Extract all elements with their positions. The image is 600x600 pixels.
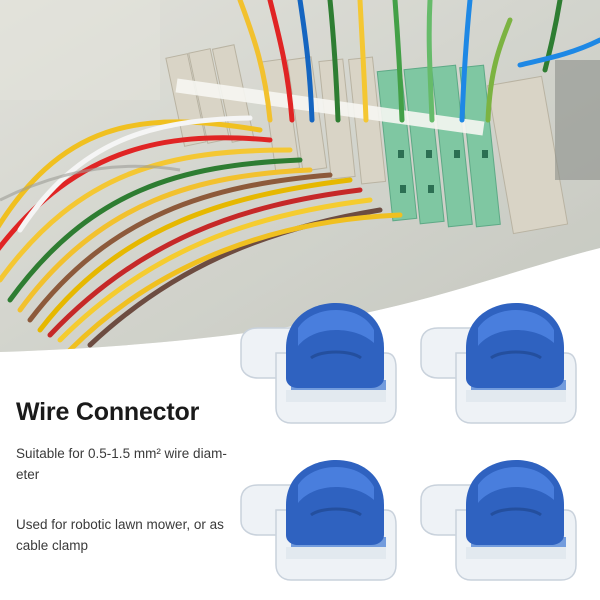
wire-connector-icon bbox=[240, 460, 397, 581]
terminal-block-wiring-photo bbox=[0, 0, 600, 352]
feature-wire-size: Suitable for 0.5-1.5 mm² wire diam-eter bbox=[16, 446, 227, 482]
product-title: Wire Connector bbox=[16, 398, 200, 426]
feature-usage: Used for robotic lawn mower, or as cable… bbox=[16, 517, 224, 553]
wire-connector-icon bbox=[420, 460, 577, 581]
wire-connector-icon bbox=[240, 303, 397, 424]
wire-connector-icon bbox=[420, 303, 577, 424]
